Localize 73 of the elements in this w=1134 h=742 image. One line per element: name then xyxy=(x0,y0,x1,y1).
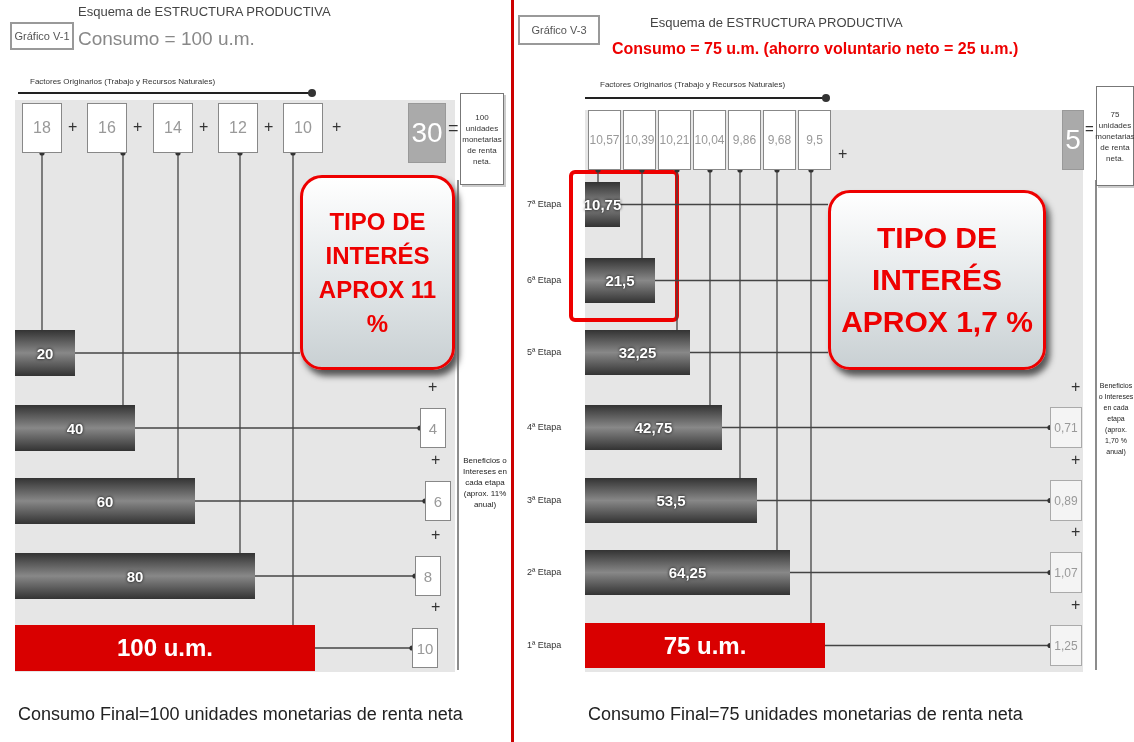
connector-line xyxy=(654,279,829,282)
factor-box: 12 xyxy=(218,103,258,153)
plus-sign: + xyxy=(428,378,438,396)
chart-title: Esquema de ESTRUCTURA PRODUCTIVA xyxy=(650,15,903,30)
stage-label: 3ª Etapa xyxy=(527,494,562,505)
chart-tag: Gráfico V-3 xyxy=(518,15,600,45)
stage-label: 1ª Etapa xyxy=(527,639,562,650)
equals-sign: = xyxy=(1085,120,1094,137)
stage-bar: 21,5 xyxy=(585,258,655,303)
profit-box: 10 xyxy=(412,628,438,668)
side-note: Beneficios o Intereses en cada etapa (aprox. 11% anual) xyxy=(462,455,508,510)
connector-line xyxy=(74,352,301,354)
equals-sign: = xyxy=(448,118,459,139)
plus-sign: + xyxy=(431,526,441,544)
profit-box: 0,89 xyxy=(1050,480,1082,521)
interest-total-box: 30 xyxy=(408,103,446,163)
factor-box: 9,5 xyxy=(798,110,831,170)
connector-line xyxy=(689,351,829,354)
stage-bar: 53,5 xyxy=(585,478,757,523)
chart-tag: Gráfico V-1 xyxy=(10,22,74,50)
plus-sign: + xyxy=(838,145,848,163)
profit-box: 8 xyxy=(415,556,441,596)
plus-sign: + xyxy=(1071,378,1081,396)
factor-box: 10,04 xyxy=(693,110,726,170)
stage-bar: 40 xyxy=(15,405,135,451)
stage-bar: 32,25 xyxy=(585,330,690,375)
plus-sign: + xyxy=(1071,596,1081,614)
caption-text: Consumo Final=75 unidades monetarias de renta neta xyxy=(588,704,1023,725)
plus-sign: + xyxy=(431,451,441,469)
caption-text: Consumo Final=100 unidades monetarias de renta neta xyxy=(18,704,463,725)
stage-label: 4ª Etapa xyxy=(527,421,562,432)
stage-label: 6ª Etapa xyxy=(527,274,562,285)
axis-caption: Factores Originarios (Trabajo y Recursos Naturales) xyxy=(600,80,786,89)
factor-box: 16 xyxy=(87,103,127,153)
factor-box: 10 xyxy=(283,103,323,153)
plus-sign: + xyxy=(1071,451,1081,469)
profit-box: 6 xyxy=(425,481,451,521)
consumption-heading: Consumo = 75 u.m. (ahorro voluntario neto = 25 u.m.) xyxy=(612,40,1019,58)
factor-box: 10,39 xyxy=(623,110,656,170)
interest-total-box: 5 xyxy=(1062,110,1084,170)
total-income-box: 100 unidades monetarias de renta neta. xyxy=(460,93,504,185)
plus-sign: + xyxy=(199,118,209,136)
factor-box: 14 xyxy=(153,103,193,153)
stage-bar: 20 xyxy=(15,330,75,376)
consumption-heading: Consumo = 100 u.m. xyxy=(78,28,255,50)
factor-box: 9,68 xyxy=(763,110,796,170)
stage-bar: 80 xyxy=(15,553,255,599)
factor-box: 9,86 xyxy=(728,110,761,170)
stage-label: 2ª Etapa xyxy=(527,566,562,577)
consumption-bar: 75 u.m. xyxy=(585,623,825,668)
profit-box: 0,71 xyxy=(1050,407,1082,448)
profit-box: 1,07 xyxy=(1050,552,1082,593)
factor-box: 10,21 xyxy=(658,110,691,170)
plus-sign: + xyxy=(264,118,274,136)
stage-label: 5ª Etapa xyxy=(527,346,562,357)
plus-sign: + xyxy=(332,118,342,136)
interest-callout: TIPO DE INTERÉS APROX 11 % xyxy=(300,175,455,370)
profit-box: 1,25 xyxy=(1050,625,1082,666)
plus-sign: + xyxy=(68,118,78,136)
plus-sign: + xyxy=(431,598,441,616)
profit-box: 4 xyxy=(420,408,446,448)
plus-sign: + xyxy=(1071,523,1081,541)
plus-sign: + xyxy=(133,118,143,136)
consumption-bar: 100 u.m. xyxy=(15,625,315,671)
interest-callout: TIPO DE INTERÉS APROX 1,7 % xyxy=(828,190,1046,370)
stage-bar: 42,75 xyxy=(585,405,722,450)
factor-box: 10,57 xyxy=(588,110,621,170)
factor-box: 18 xyxy=(22,103,62,153)
chart-title: Esquema de ESTRUCTURA PRODUCTIVA xyxy=(78,4,331,19)
stage-label: 7ª Etapa xyxy=(527,198,562,209)
axis-caption: Factores Originarios (Trabajo y Recursos Naturales) xyxy=(30,77,216,86)
stage-bar: 64,25 xyxy=(585,550,790,595)
stage-bar: 60 xyxy=(15,478,195,524)
